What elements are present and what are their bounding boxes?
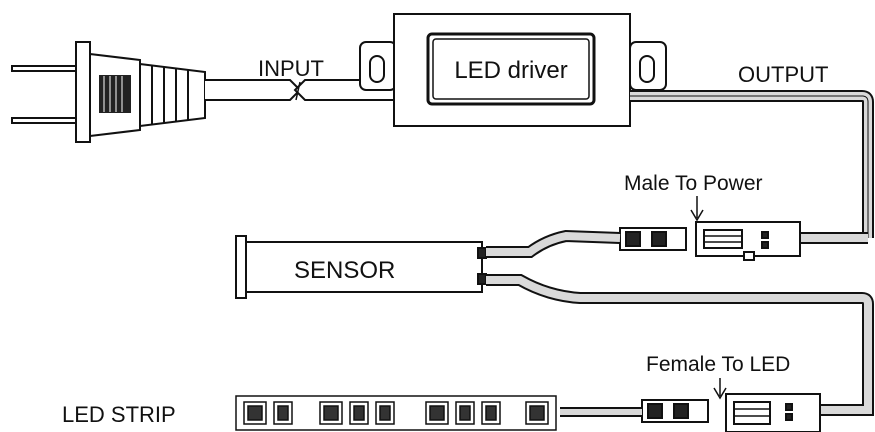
output-label: OUTPUT [738,62,828,87]
female-arrow-icon [713,378,727,400]
output-cable [630,90,874,244]
male-connector-icon [619,221,801,261]
male-connector-label: Male To Power [624,172,763,195]
plug-icon [11,41,206,143]
sensor-led-cable [486,274,874,416]
led-driver-box [359,13,667,127]
input-cable [205,79,399,101]
led-segment [525,401,549,425]
strip-label: LED STRIP [62,402,176,427]
led-segment [319,401,395,425]
sensor-icon [235,235,487,299]
male-arrow-icon [690,196,704,222]
input-label: INPUT [258,56,324,81]
led-strip-icon [235,395,557,431]
sensor-power-cable [486,229,621,258]
led-segment [243,401,293,425]
led-segment [425,401,501,425]
sensor-label: SENSOR [294,257,395,284]
driver-label: LED driver [454,57,567,84]
female-connector-icon [641,393,821,432]
female-connector-label: Female To LED [646,353,790,376]
